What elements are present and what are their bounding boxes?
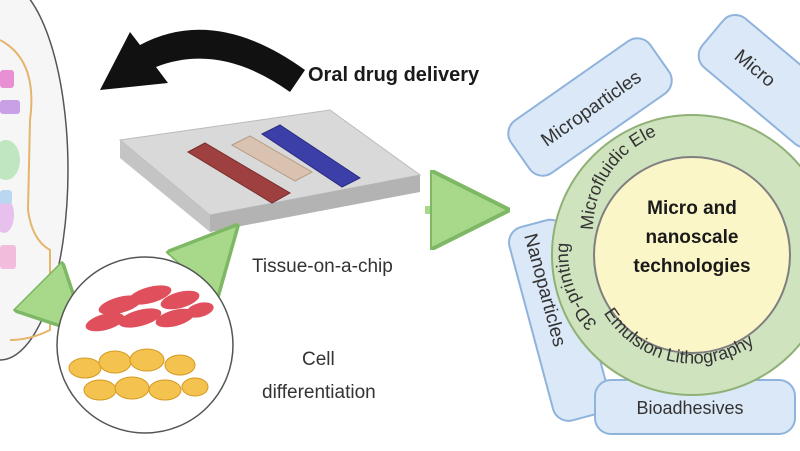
- cell-circle: [56, 256, 234, 434]
- technology-ring: Microfluidic Ele 3D-printing Emulsion Li…: [551, 114, 800, 396]
- cell-label-line1: Cell: [302, 349, 335, 370]
- petal-bioadhesives: Bioadhesives: [594, 379, 796, 435]
- oral-delivery-arrow: [100, 29, 305, 92]
- red-cells: [85, 285, 214, 332]
- center-line-1: Micro and: [647, 198, 737, 219]
- petal-bioadhesives-label: Bioadhesives: [636, 398, 743, 418]
- yellow-cells: [68, 348, 209, 401]
- center-line-3: technologies: [633, 256, 750, 277]
- chip-label: Tissue-on-a-chip: [252, 256, 393, 277]
- center-line-2: nanoscale: [646, 227, 739, 248]
- flow-arrows: [40, 210, 470, 310]
- petal-micro-right: Micro: [697, 13, 800, 149]
- cell-label-line2: differentiation: [262, 382, 376, 403]
- tissue-chip-illustration: [118, 109, 422, 232]
- arrow-label: Oral drug delivery: [308, 64, 480, 86]
